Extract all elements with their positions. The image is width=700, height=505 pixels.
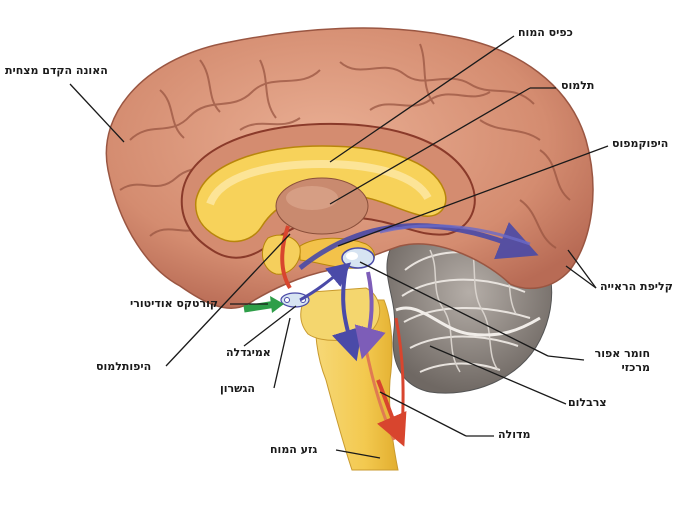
red-arrow-down bbox=[376, 379, 407, 447]
purple-arrow-down bbox=[354, 271, 386, 360]
label-central-gray-matter-line2: מרכזי bbox=[621, 361, 650, 374]
cortex-folds bbox=[119, 43, 571, 249]
label-auditory-cortex: קורטקס אודיטורי bbox=[130, 297, 218, 310]
label-cerebellum: צרבלום bbox=[568, 396, 607, 409]
red-pathway bbox=[280, 225, 292, 290]
blue-arrow-to-occipital bbox=[379, 224, 531, 246]
label-hippocampus: היפוקמפוס bbox=[612, 137, 669, 150]
label-visual-cortex: קליפת הראייה bbox=[600, 280, 673, 293]
green-arrow bbox=[243, 300, 277, 313]
label-hypothalamus: היפותלמוס bbox=[96, 360, 152, 373]
label-pons: הגשרון bbox=[220, 382, 255, 395]
label-amygdala: אמיגדלה bbox=[226, 346, 271, 359]
leader-lines bbox=[69, 35, 609, 459]
blue-arrow-to-visual bbox=[298, 222, 539, 270]
label-thalamus: תלמוס bbox=[561, 79, 595, 92]
label-central-gray-matter-line1: חומר אפור bbox=[594, 347, 650, 360]
central-gray-nucleus bbox=[341, 247, 375, 269]
blue-arrow-amygdala bbox=[299, 262, 352, 302]
label-central-gray-matter: חומר אפור מרכזי bbox=[588, 347, 650, 375]
label-medulla: מדולה bbox=[498, 428, 531, 441]
label-brainstem: גזע המוח bbox=[270, 443, 318, 456]
label-corpus-callosum: כפיס המוח bbox=[518, 26, 573, 39]
label-prefrontal-cortex: האונה הקדם מצחית bbox=[5, 64, 108, 77]
